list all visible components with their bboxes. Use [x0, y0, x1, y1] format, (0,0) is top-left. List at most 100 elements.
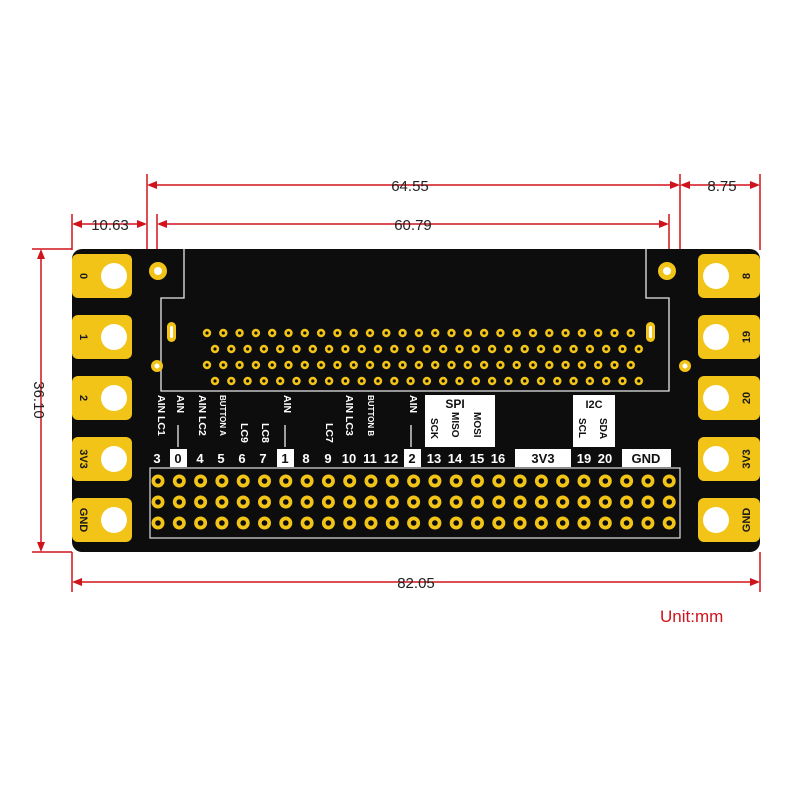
header-pin-hole	[623, 478, 630, 484]
dim-60-79: 60.79	[394, 217, 432, 234]
label-button-a: BUTTON A	[218, 395, 227, 436]
connector-pin-hole	[229, 347, 233, 351]
connector-pin-hole	[262, 379, 266, 383]
connector-pin-hole	[506, 347, 510, 351]
connector-pin-hole	[376, 379, 380, 383]
label-mosi: MOSI	[471, 412, 482, 438]
header-pin-hole	[645, 478, 651, 484]
header-pin-hole	[474, 478, 481, 484]
connector-pin-hole	[221, 363, 225, 367]
connector-pin-hole	[474, 379, 478, 383]
label-gnd-box: GND	[632, 451, 661, 466]
connector-pin-hole	[327, 347, 331, 351]
header-pin-hole	[474, 520, 481, 526]
header-pin-hole	[240, 478, 246, 484]
dim-82-05: 82.05	[397, 575, 435, 592]
left-pad-gnd[interactable]: GND	[72, 498, 132, 542]
edge-connector-slot	[160, 249, 670, 392]
label-ain-1: AIN	[281, 395, 293, 413]
connector-pin-hole	[213, 347, 217, 351]
pin-number: 9	[324, 451, 331, 466]
connector-pin-hole	[466, 331, 470, 335]
connector-pin-hole	[482, 363, 486, 367]
pin-number-highlight: 1	[281, 451, 288, 466]
header-outline	[149, 467, 681, 539]
connector-pin-hole	[531, 363, 535, 367]
connector-pin-hole	[588, 347, 592, 351]
connector-pin-hole	[433, 363, 437, 367]
spi-block: SPI SCK MISO MOSI	[425, 395, 495, 447]
connector-pin-hole	[466, 363, 470, 367]
left-pad-label: 1	[77, 334, 89, 340]
header-pin-hole	[261, 520, 268, 526]
dim-36-10: 36.10	[30, 381, 47, 419]
left-pad-label: 2	[77, 395, 89, 401]
label-i2c: I2C	[585, 399, 602, 411]
pin-number: 13	[427, 451, 441, 466]
left-pad-1[interactable]: 1	[72, 315, 132, 359]
connector-pin-hole	[580, 363, 584, 367]
header-pin-hole	[453, 478, 460, 484]
header-pin-hole	[346, 478, 353, 484]
connector-pin-hole	[401, 363, 405, 367]
header-pin-hole	[581, 499, 587, 505]
connector-pin-hole	[572, 347, 576, 351]
right-pad-8[interactable]: 8	[698, 254, 760, 298]
pin-number: 20	[598, 451, 612, 466]
header-pin-hole	[453, 520, 460, 526]
connector-pin-hole	[238, 363, 242, 367]
header-pin-hole	[538, 520, 545, 526]
header-pin-hole	[645, 520, 651, 526]
connector-pin-hole	[262, 347, 266, 351]
right-pad-20[interactable]: 20	[698, 376, 760, 420]
connector-pin-hole	[490, 379, 494, 383]
connector-pin-hole	[498, 363, 502, 367]
right-pad-19[interactable]: 19	[698, 315, 760, 359]
connector-pin-hole	[384, 363, 388, 367]
pin-number: 5	[217, 451, 224, 466]
header-pin-hole	[559, 520, 566, 526]
connector-pin-hole	[457, 379, 462, 383]
label-lc9: LC9	[238, 423, 250, 443]
right-pad-label: 8	[741, 273, 753, 279]
connector-pin-hole	[376, 347, 380, 351]
left-pads: 0 1 2 3V3 GND	[72, 254, 132, 542]
connector-pin-hole	[246, 347, 250, 351]
connector-pin-hole	[620, 379, 625, 383]
connector-pin-hole	[637, 347, 641, 351]
left-pad-2[interactable]: 2	[72, 376, 132, 420]
header-pin-hole	[645, 499, 651, 505]
pin-number-highlight: 2	[408, 451, 415, 466]
left-pad-3v3[interactable]: 3V3	[72, 437, 132, 481]
connector-pin-hole	[213, 379, 217, 383]
i2c-block: I2C SCL SDA	[573, 395, 615, 447]
right-pad-3v3[interactable]: 3V3	[698, 437, 760, 481]
connector-pin-hole	[555, 347, 559, 351]
connector-pin-hole	[303, 331, 307, 335]
connector-pin-hole	[555, 379, 559, 383]
connector-pin-hole	[335, 363, 339, 367]
connector-pin-hole	[319, 331, 323, 335]
left-pad-0[interactable]: 0	[72, 254, 132, 298]
header-pin-hole	[432, 478, 438, 484]
connector-pin-hole	[205, 331, 209, 335]
right-pad-gnd[interactable]: GND	[698, 498, 760, 542]
edge-connector-pins	[202, 328, 643, 386]
connector-pin-hole	[368, 331, 372, 335]
label-ain-0: AIN	[174, 395, 186, 413]
header-pin-hole	[623, 499, 630, 505]
header-pin-hole	[602, 499, 609, 505]
connector-pin-hole	[254, 363, 258, 367]
dim-64-55: 64.55	[391, 178, 429, 195]
connector-pin-hole	[620, 347, 625, 351]
header-pin-hole	[283, 499, 289, 505]
connector-pin-hole	[580, 331, 584, 335]
connector-pin-hole	[490, 347, 494, 351]
header-pin-hole	[261, 499, 268, 505]
connector-pin-hole	[270, 363, 274, 367]
header-pin-hole	[432, 520, 438, 526]
header-pin-hole	[623, 520, 630, 526]
header-pin-hole	[283, 520, 289, 526]
header-pin-hole	[410, 499, 417, 505]
